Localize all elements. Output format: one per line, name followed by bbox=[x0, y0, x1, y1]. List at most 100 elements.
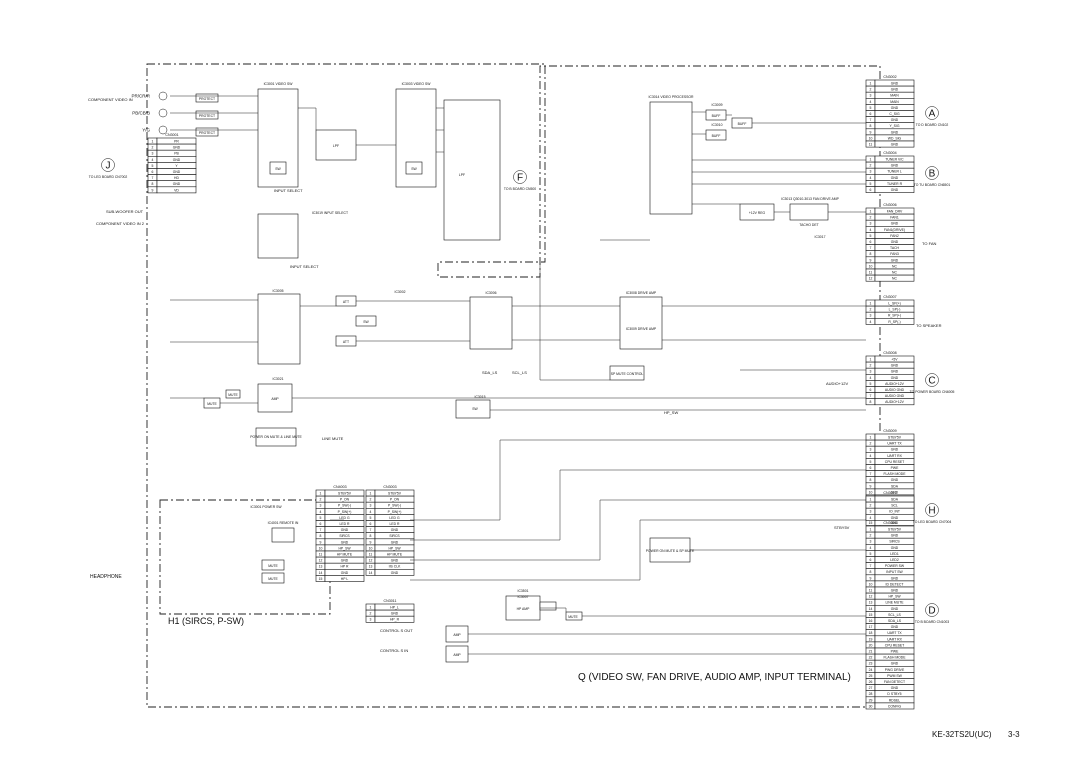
pin-number: 23 bbox=[869, 662, 873, 666]
pin-signal: GND bbox=[891, 130, 899, 134]
connector-name: CN4003 bbox=[333, 485, 346, 489]
block-label: MUTE bbox=[268, 564, 278, 568]
pin-number: 11 bbox=[869, 589, 873, 593]
pin-signal: STBY5V bbox=[888, 528, 902, 532]
pin-signal: SDA bbox=[891, 484, 899, 488]
ic-label: IC3501 bbox=[518, 589, 529, 593]
pin-signal: GND bbox=[173, 170, 181, 174]
pin-number: 24 bbox=[869, 668, 873, 672]
pin-number: 7 bbox=[870, 394, 872, 398]
pin-number: 14 bbox=[869, 607, 873, 611]
pin-number: 8 bbox=[152, 182, 154, 186]
ic-label: IC3001 VIDEO SW bbox=[264, 82, 294, 86]
pin-signal: GND bbox=[891, 82, 899, 86]
pin-number: 5 bbox=[870, 460, 872, 464]
pin-signal: GND bbox=[891, 106, 899, 110]
pin-number: 4 bbox=[152, 158, 154, 162]
headphone-label: HEADPHONE bbox=[90, 574, 122, 580]
pin-signal: GND bbox=[891, 490, 899, 494]
pin-number: 1 bbox=[152, 140, 154, 144]
pin-signal: NC bbox=[892, 277, 897, 281]
ic-label: IC3001 POWER SW bbox=[250, 505, 282, 509]
block-label: AMP bbox=[271, 397, 279, 401]
pin-signal: GND bbox=[891, 258, 899, 262]
input-label: PR/CR/R bbox=[131, 94, 150, 99]
pin-signal: GND bbox=[891, 607, 899, 611]
pin-signal: GND bbox=[173, 158, 181, 162]
marker-h: HTO LED BOARD CN7004 bbox=[913, 503, 951, 524]
pin-signal: HP R bbox=[340, 565, 349, 569]
pin-signal: GND bbox=[341, 528, 349, 532]
pin-signal: GND bbox=[891, 176, 899, 180]
pin-number: 8 bbox=[370, 534, 372, 538]
pin-signal: GND bbox=[891, 448, 899, 452]
pin-signal: GND bbox=[391, 571, 399, 575]
pin-number: 4 bbox=[870, 320, 872, 324]
ic-label: IC3006 bbox=[486, 291, 497, 295]
pin-number: 12 bbox=[319, 559, 323, 563]
pin-signal: GND bbox=[891, 662, 899, 666]
pin-signal: LED G bbox=[389, 516, 400, 520]
pin-number: 4 bbox=[870, 516, 872, 520]
pin-number: 26 bbox=[869, 680, 873, 684]
pin-signal: +5V bbox=[891, 358, 898, 362]
scl-ls-label: SCL_LS bbox=[512, 370, 527, 375]
block-label: BUFF bbox=[712, 114, 721, 118]
board-title: Q (VIDEO SW, FAN DRIVE, AUDIO AMP, INPUT… bbox=[578, 672, 851, 683]
ic-blocks bbox=[195, 88, 829, 663]
ic-label: IC3009 bbox=[712, 103, 723, 107]
pin-number: 18 bbox=[869, 631, 873, 635]
pin-number: 3 bbox=[870, 314, 872, 318]
pin-signal: FAN DETECT bbox=[884, 680, 905, 684]
pin-signal: P_SW(-) bbox=[388, 504, 401, 508]
pin-signal: GND bbox=[891, 164, 899, 168]
pin-signal: Y bbox=[175, 164, 178, 168]
pin-signal: HP_SW bbox=[888, 595, 901, 599]
ic-label: IC3014 VIDEO PROCESSOR bbox=[648, 95, 694, 99]
pin-signal: STBY5V bbox=[388, 492, 402, 496]
pin-signal: UART RX bbox=[887, 454, 902, 458]
block-label: MUTE bbox=[268, 577, 278, 581]
pin-signal: HP_SW bbox=[388, 546, 401, 550]
ic-label: IC3015 bbox=[475, 395, 486, 399]
control-s-out-label: CONTROL S OUT bbox=[380, 628, 413, 633]
pin-number: 19 bbox=[869, 637, 873, 641]
wiring bbox=[170, 95, 866, 655]
pin-signal: SIRCS bbox=[339, 534, 350, 538]
pin-number: 9 bbox=[320, 540, 322, 544]
pin-number: 1 bbox=[870, 210, 872, 214]
pin-signal: GND bbox=[341, 559, 349, 563]
pin-signal: PR bbox=[174, 140, 179, 144]
pin-number: 3 bbox=[152, 152, 154, 156]
pin-number: 4 bbox=[870, 376, 872, 380]
pin-signal: GND bbox=[891, 188, 899, 192]
marker-f: FTO B BOARD CN500 bbox=[504, 170, 536, 191]
pin-number: 1 bbox=[870, 528, 872, 532]
pin-number: 10 bbox=[869, 264, 873, 268]
pin-signal: R_SP(-) bbox=[888, 320, 900, 324]
pin-signal: FAN2 bbox=[890, 234, 899, 238]
pin-number: 12 bbox=[869, 277, 873, 281]
pin-signal: SCL_LS bbox=[888, 613, 901, 617]
marker-c: CTO POWER BOARD CN6005 bbox=[910, 373, 955, 394]
pin-signal: FAN3 bbox=[890, 252, 899, 256]
pin-signal: SIRCS bbox=[389, 534, 400, 538]
pin-number: 15 bbox=[869, 521, 873, 525]
marker-letter: C bbox=[928, 376, 935, 387]
block-label: HP AMP bbox=[517, 607, 530, 611]
pin-number: 4 bbox=[370, 510, 372, 514]
pin-number: 7 bbox=[320, 528, 322, 532]
marker-destination: TO LED BOARD CN7002 bbox=[89, 175, 128, 179]
pin-signal: GND bbox=[891, 546, 899, 550]
pin-signal: LED1 bbox=[890, 552, 899, 556]
pin-signal: P_ON bbox=[390, 498, 400, 502]
block-label: SW bbox=[363, 320, 369, 324]
pin-signal: P_SW(-) bbox=[338, 504, 351, 508]
pin-number: 11 bbox=[369, 553, 373, 557]
control-s-in-label: CONTROL S IN bbox=[380, 648, 408, 653]
pin-signal: GND bbox=[891, 118, 899, 122]
pin-signal: GND bbox=[391, 612, 399, 616]
pin-number: 1 bbox=[870, 82, 872, 86]
